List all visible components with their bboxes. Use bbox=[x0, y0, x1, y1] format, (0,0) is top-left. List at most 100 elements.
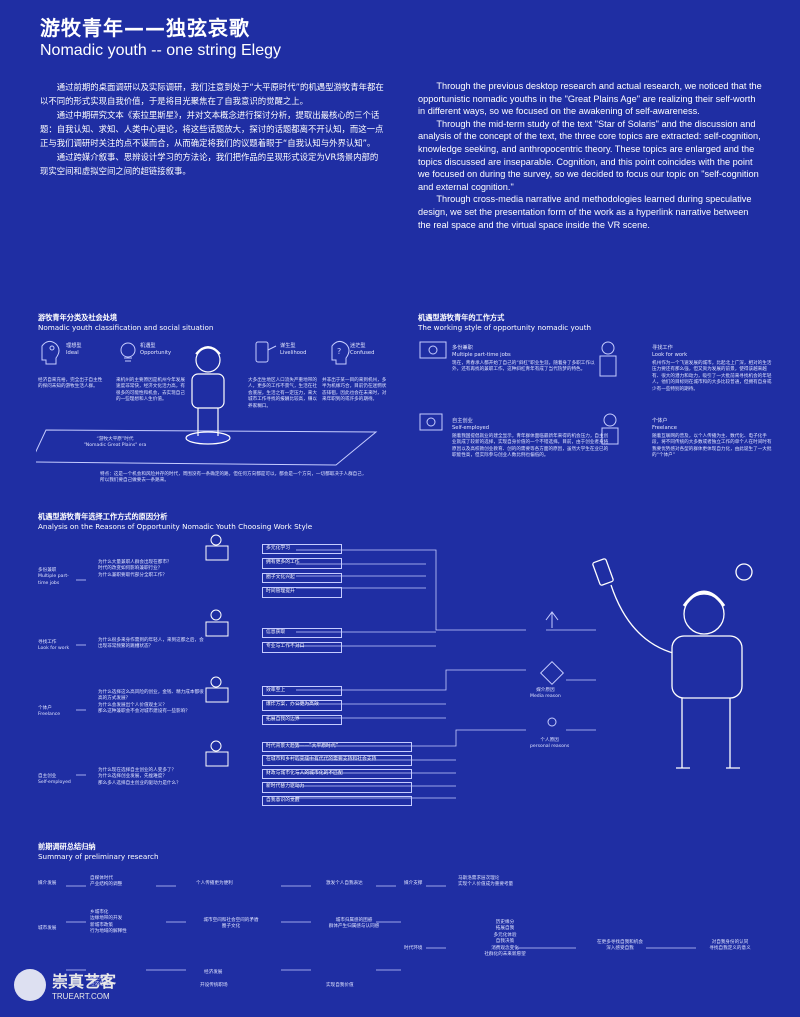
reason-box: 多元化学习 bbox=[262, 544, 342, 555]
style-label-zh: 个体户 bbox=[652, 418, 668, 424]
summary-col2: 城市空间和社会空间的矛盾 圈子文化 bbox=[186, 918, 276, 931]
style-freelance: 个体户 Freelance 随着互联网的普及，以个人传播为主、数代化、电子化手段… bbox=[652, 418, 772, 460]
question: 为什么选择创业发展，先挫难度？ bbox=[98, 774, 167, 780]
style-label-en: Look for work bbox=[652, 352, 688, 358]
summary-item: 就业形势 bbox=[90, 976, 109, 981]
summary-item: 实现个人价值成为重要考量 bbox=[458, 882, 514, 888]
question: 时代的改变如何影响兼职行业？ bbox=[98, 566, 163, 572]
summary-col4: 时代环境 bbox=[404, 946, 423, 951]
group-label-zh: 多份兼职 bbox=[38, 568, 57, 573]
reason-box: 爆炸方案，办公更为高效 bbox=[262, 700, 342, 711]
page-title: 游牧青年——独弦哀歌 bbox=[40, 16, 250, 40]
intro-zh-paragraph: 通过中期研究文本《索拉里斯星》，并对文本概念进行探讨分析，提取出最核心的三个话题… bbox=[40, 110, 384, 148]
type-label-en: Confused bbox=[350, 350, 375, 356]
group-label-zh: 自主创业 bbox=[38, 774, 57, 779]
type-opportunity: 机遇型 Opportunity bbox=[140, 343, 180, 357]
summary-col5: 马斯洛需求层次理论 实现个人价值成为重要考量 bbox=[458, 876, 568, 889]
reason-box: 信息获取 bbox=[262, 628, 342, 639]
type-label-en: Ideal bbox=[66, 350, 79, 356]
section4-title-en: Summary of preliminary research bbox=[38, 852, 159, 861]
self-employed-icon bbox=[419, 413, 443, 431]
section4-title: 前期调研总结归纳 Summary of preliminary research bbox=[38, 842, 159, 862]
summary-item: 边缘地带的开发 bbox=[90, 916, 123, 922]
summary-col1: 乡城市化 边缘地带的开发 新城市政策 行为地域的解释性 bbox=[90, 910, 160, 936]
summary-col1: 就业形势 经济结构 bbox=[90, 976, 160, 989]
confused-head-icon: ? bbox=[331, 340, 350, 365]
summary-item: 乡城市化 bbox=[90, 910, 109, 915]
personal-reason-label: 个人原因 personal reasons bbox=[530, 738, 569, 751]
style-label-en: Self-employed bbox=[452, 425, 490, 431]
reason-box: 时间管理提升 bbox=[262, 587, 342, 598]
summary-item: 自媒体时代 bbox=[90, 876, 113, 881]
group-self-employed-reasons: 时代背景大趋势——“大平原时代” 在城市和乡村的夹缝中有代代的需要支持和社会支持… bbox=[262, 742, 412, 807]
question: 为什么选择这么高风险的创业，金钱、精力成本都很高的方式发展？ bbox=[98, 690, 204, 702]
summary-item: 自我决策 bbox=[495, 939, 515, 945]
type-label-zh: 理想型 bbox=[66, 343, 82, 349]
watermark: 崇真艺客 TRUEART.COM bbox=[14, 968, 116, 1001]
type-confused-desc: 并非出于某一目的来到机州，多半为机缘巧合，目前仍在迷惘状态徘徊，因此也会在未来时… bbox=[322, 378, 387, 403]
style-label-en: Multiple part-time jobs bbox=[452, 352, 511, 358]
style-self-employed: 自主创业 Self-employed 随着我国提倡就业的建全显示，青年群体面临最… bbox=[452, 418, 612, 460]
opportunity-bulb-icon bbox=[120, 342, 136, 362]
section2-title-en: The working style of opportunity nomadic… bbox=[418, 323, 592, 332]
watermark-brand-en: TRUEART.COM bbox=[52, 992, 110, 1001]
question: 那么多人选择自主创业的驱动力是什么？ bbox=[98, 780, 181, 786]
reason-category-icons bbox=[539, 611, 565, 727]
question: 为什么会发展出个人价值观主义？ bbox=[98, 702, 167, 708]
group-label-zh: 个体户 bbox=[38, 706, 52, 711]
summary-item: 历史缘分 bbox=[495, 920, 515, 925]
livelihood-phone-icon bbox=[255, 341, 277, 363]
page-subtitle: Nomadic youth -- one string Elegy bbox=[40, 42, 281, 59]
section1-title-en: Nomadic youth classification and social … bbox=[38, 323, 214, 332]
look-for-work-figure-icon bbox=[599, 341, 617, 377]
reason-box: 效率至上 bbox=[262, 686, 342, 697]
section2-title: 机遇型游牧青年的工作方式 The working style of opport… bbox=[418, 313, 591, 333]
watermark-brand-zh: 崇真艺客 bbox=[52, 974, 117, 991]
reason-box: 时代背景大趋势——“大平原时代” bbox=[262, 742, 412, 753]
intro-english: Through the previous desktop research an… bbox=[418, 80, 763, 231]
group-self-employed-questions: 为什么现在选择自主创业的人变多了？ 为什么选择创业发展，先挫难度？ 那么多人选择… bbox=[98, 768, 208, 787]
style-label-zh: 自主创业 bbox=[452, 418, 473, 424]
era-label: “游牧大平原”时代 "Nomadic Great Plains" era bbox=[80, 437, 150, 450]
style-label-zh: 多份兼职 bbox=[452, 345, 473, 351]
type-livelihood-desc: 大多出生地区人口流失严重地带的人，更多的工作不景气，生活在社会底层，生活之有一定… bbox=[248, 378, 317, 409]
question: 为什么兼职要取代部分全职工作？ bbox=[98, 572, 167, 578]
group-label-en: Look for work bbox=[38, 646, 70, 652]
era-label-zh: “游牧大平原”时代 bbox=[96, 437, 134, 442]
type-label-en: Opportunity bbox=[140, 350, 172, 356]
reason-box: 专业与工作不对口 bbox=[262, 642, 342, 653]
question: 为什么很多来身作需到的年轻人，来到这都之后，会出现非常频繁的跳槽状态？ bbox=[98, 638, 204, 650]
section1-illustration: ? bbox=[36, 340, 378, 466]
style-desc: 随着互联网的普及，以个人传播为主、数代化、电子化手段，将不同传统的大多数或者独立… bbox=[652, 434, 772, 459]
watermark-text: 崇真艺客 TRUEART.COM bbox=[52, 968, 116, 1001]
summary-item: 群体产生归属感与认同感 bbox=[328, 924, 380, 930]
style-label-en: Freelance bbox=[652, 425, 677, 431]
section1-title-zh: 游牧青年分类及社会处境 bbox=[38, 313, 118, 322]
type-label-zh: 谋生型 bbox=[280, 343, 296, 349]
summary-item: 对自我身份的认同 bbox=[711, 940, 749, 945]
type-label-en: Livelihood bbox=[280, 350, 307, 356]
group-multiple-jobs: 多份兼职 Multiple part-time jobs bbox=[38, 568, 78, 587]
style-desc: 机州作为一个飞速发展的城市，比起北上广深，相对的生活压力要还有那么强，但又资为发… bbox=[652, 361, 772, 392]
question: 那么这种兼职会不会对城市建设有一些影响？ bbox=[98, 709, 190, 715]
reason-box: 拓展自我的边界 bbox=[262, 714, 342, 726]
youth-figure bbox=[185, 346, 231, 445]
summary-row-label: 经济发展 bbox=[204, 970, 223, 975]
summary-row-label: 城市发展 bbox=[38, 926, 57, 931]
summary-item: 圈子文化 bbox=[221, 924, 241, 930]
personal-reason-en: personal reasons bbox=[530, 744, 570, 750]
media-reason-zh: 媒介原因 bbox=[536, 688, 555, 693]
intro-en-paragraph: Through cross-media narrative and method… bbox=[418, 194, 752, 230]
reason-box: 自我意识的觉醒 bbox=[262, 795, 412, 807]
great-plains-plane bbox=[36, 429, 378, 466]
summary-item: 在更多寻找自我和机会 bbox=[597, 940, 643, 945]
summary-item: 新城市政策 bbox=[90, 922, 113, 928]
watermark-logo-icon bbox=[14, 968, 46, 1001]
freelance-figure-icon bbox=[601, 413, 619, 445]
era-label-en: "Nomadic Great Plains" era bbox=[83, 443, 147, 449]
summary-row-label: 媒介发展 bbox=[38, 881, 57, 886]
intro-zh-paragraph: 通过跨媒介叙事、思辨设计学习的方法论，我们把作品的呈现形式设定为VR场景内部的现… bbox=[40, 152, 379, 176]
intro-en-paragraph: Through the previous desktop research an… bbox=[418, 81, 762, 117]
reason-box: 圈子文化兴起 bbox=[262, 572, 342, 584]
summary-item: 城市空间和社会空间的矛盾 bbox=[203, 918, 259, 923]
